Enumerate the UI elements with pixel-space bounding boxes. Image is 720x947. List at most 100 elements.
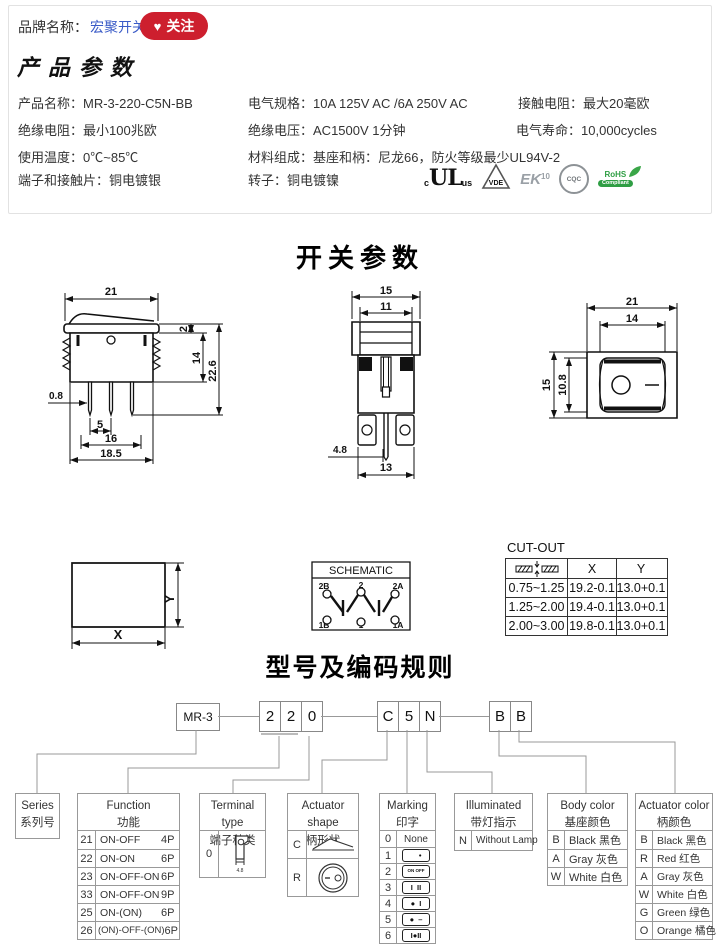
panel-thickness-icon — [506, 559, 568, 578]
code-box-color: B B — [489, 701, 532, 732]
dim-22-6: 22.6 — [207, 360, 219, 381]
marking-dot-i-icon: ● I — [402, 897, 430, 910]
pin-2: 2 — [359, 580, 364, 590]
function-row: 22 ON-ON 6P — [78, 849, 179, 867]
cutout-col-y: Y — [636, 561, 646, 576]
dim-2: 2 — [178, 326, 190, 332]
function-row: 25 ON-(ON) 6P — [78, 903, 179, 921]
cutout-title: CUT-OUT — [507, 540, 565, 555]
body-color-table: Body color 基座颜色 B Black 黑色 A Gray 灰色 W W… — [547, 793, 628, 886]
param-electrical-life: 电气寿命：10,000cycles — [516, 123, 657, 138]
series-title-en: Series — [21, 800, 54, 812]
cutout-row: 0.75~1.25 19.2-0.1 13.0+0.1 — [506, 578, 667, 597]
cert-cqc-icon: CQC — [558, 164, 589, 194]
marking-i-ii-icon: I II — [402, 881, 430, 894]
param-terminal-plating: 端子和接触片：铜电镀银 — [18, 173, 162, 188]
function-row: 21 ON-OFF 4P — [78, 831, 179, 849]
schematic-title: SCHEMATIC — [329, 565, 393, 577]
actuator-color-row: A Gray 灰色 — [636, 867, 712, 885]
round-actuator-icon — [307, 861, 358, 895]
marking-row: 1 • — [380, 847, 435, 863]
terminal-row: 0 4.8 — [200, 831, 265, 877]
code-box-function: 2 2 0 — [259, 701, 323, 732]
marking-i-dot-ii-icon: I●II — [402, 929, 430, 942]
actuator-color-row: G Green 绿色 — [636, 903, 712, 921]
actuator-color-table: Actuator color 柄颜色 B Black 黑色 R Red 红色 A… — [635, 793, 716, 940]
marking-table: Marking 印字 0 None 1 • 2 ON OFF 3 I II 4 — [379, 793, 436, 944]
heart-icon: ♥ — [153, 18, 162, 34]
switch-params-title: 开关参数 — [295, 243, 424, 273]
param-rotor-plating: 转子：铜电镀镍 — [248, 173, 340, 188]
dim-16: 16 — [105, 433, 117, 445]
param-insulation-voltage: 绝缘电压：AC1500V 1分钟 — [248, 123, 406, 138]
function-row: 33 ON-OFF-ON 9P — [78, 885, 179, 903]
product-card — [8, 5, 712, 214]
dim-14-top: 14 — [626, 313, 639, 325]
product-params-title: 产品参数 — [17, 55, 142, 81]
dim-21-top: 21 — [626, 296, 638, 308]
dim-18-5: 18.5 — [100, 448, 121, 460]
dim-10-8: 10.8 — [557, 374, 569, 395]
connector-line — [218, 716, 259, 717]
illuminated-table: Illuminated 带灯指示 N Without Lamp — [454, 793, 538, 851]
function-row: 26 (ON)-OFF-(ON) 6P — [78, 921, 179, 939]
dim-15: 15 — [380, 285, 392, 297]
code-box-series: MR-3 — [176, 703, 220, 731]
marking-row: 0 None — [380, 831, 435, 847]
pin-2a: 2A — [393, 581, 404, 591]
marking-row: 5 ● – — [380, 911, 435, 927]
param-electrical-rating: 电气规格：10A 125V AC /6A 250V AC — [248, 96, 468, 111]
shape-row-c: C — [288, 831, 358, 858]
follow-button[interactable]: ♥ 关注 — [140, 12, 208, 40]
cutout-row: 1.25~2.00 19.4-0.1 13.0+0.1 — [506, 597, 667, 616]
code-underline — [261, 733, 298, 735]
connector-line — [439, 716, 489, 717]
series-table: Series 系列号 — [15, 793, 60, 839]
actuator-shape-table: Actuator shape 柄形状 C R — [287, 793, 359, 897]
dim-13: 13 — [380, 462, 392, 474]
marking-row: 6 I●II — [380, 927, 435, 943]
series-title-zh: 系列号 — [20, 817, 55, 830]
brand-label: 品牌名称： — [18, 19, 88, 35]
follow-button-label: 关注 — [166, 18, 195, 34]
pin-2b: 2B — [319, 581, 330, 591]
marking-row: 4 ● I — [380, 895, 435, 911]
marking-row: 2 ON OFF — [380, 863, 435, 879]
marking-dot-dash-icon: ● – — [402, 913, 430, 926]
dim-14: 14 — [191, 351, 203, 364]
dim-0-8: 0.8 — [49, 391, 63, 402]
svg-text:VDE: VDE — [489, 180, 504, 187]
side-view-drawing: 21 2 14 22.6 0.8 — [45, 286, 275, 483]
dim-11: 11 — [380, 301, 392, 313]
terminal-icon: 4.8 — [219, 833, 265, 875]
end-view-drawing: 15 11 4.8 13 — [325, 285, 460, 488]
function-table: Function 功能 21 ON-OFF 4P 22 ON-ON 6P 23 … — [77, 793, 180, 940]
top-view-drawing: 21 14 15 10.8 — [541, 296, 715, 433]
brand-name-link[interactable]: 宏聚开关 — [90, 19, 146, 35]
panel-x-label: X — [114, 627, 123, 642]
dim-5: 5 — [97, 419, 103, 431]
cert-vde-icon: VDE — [481, 162, 511, 196]
cert-rohs-icon: RoHS Compliant — [597, 165, 641, 188]
body-color-row: A Gray 灰色 — [548, 849, 627, 867]
param-product-name: 产品名称：MR-3-220-C5N-BB — [18, 96, 193, 111]
brand-row: 品牌名称： 宏聚开关 — [18, 17, 146, 37]
param-insulation-resistance: 绝缘电阻：最小100兆欧 — [18, 123, 157, 138]
marking-onoff-icon: ON OFF — [402, 865, 430, 878]
dim-21: 21 — [105, 286, 117, 298]
cutout-header-row: X Y — [506, 559, 667, 578]
connector-line — [321, 716, 377, 717]
panel-y-label: Y — [162, 594, 177, 603]
rocker-profile-icon — [307, 836, 358, 854]
actuator-color-row: R Red 红色 — [636, 849, 712, 867]
pin-1b: 1B — [319, 620, 330, 630]
terminal-type-table: Terminal type 端子种类 0 4.8 — [199, 793, 266, 878]
cert-cul-us-icon: c UL us — [424, 165, 473, 192]
body-color-row: B Black 黑色 — [548, 831, 627, 849]
cutout-col-x: X — [568, 559, 617, 578]
marking-row: 3 I II — [380, 879, 435, 895]
dim-4-8: 4.8 — [333, 445, 347, 456]
actuator-color-row: W White 白色 — [636, 885, 712, 903]
